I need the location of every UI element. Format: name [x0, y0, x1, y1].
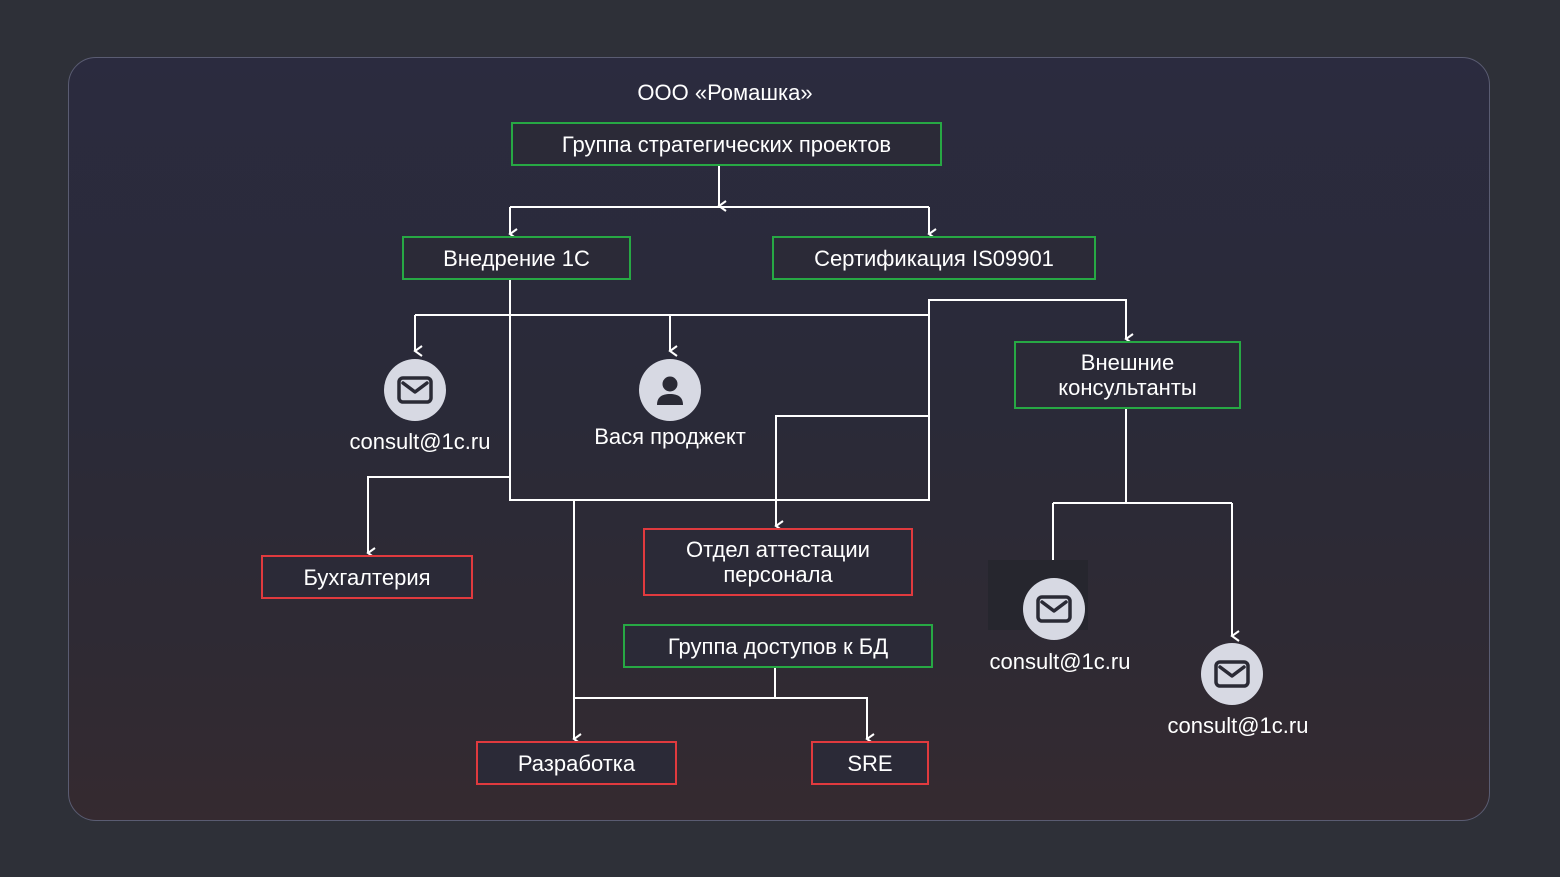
- email-avatar-1[interactable]: [384, 359, 446, 421]
- node-certification[interactable]: Сертификация IS09901: [772, 236, 1096, 280]
- diagram-title: ООО «Ромашка»: [637, 80, 813, 105]
- envelope-icon: [1214, 660, 1250, 688]
- node-accounting[interactable]: Бухгалтерия: [261, 555, 473, 599]
- node-external-consultants[interactable]: Внешние консультанты: [1014, 341, 1241, 409]
- node-db-access[interactable]: Группа доступов к БД: [623, 624, 933, 668]
- node-impl-1c[interactable]: Внедрение 1С: [402, 236, 631, 280]
- envelope-icon: [397, 376, 433, 404]
- email-avatar-2[interactable]: [1023, 578, 1085, 640]
- node-strategic-projects[interactable]: Группа стратегических проектов: [511, 122, 942, 166]
- person-avatar[interactable]: [639, 359, 701, 421]
- email-label-1: consult@1c.ru: [349, 429, 491, 454]
- person-label: Вася проджект: [594, 424, 746, 449]
- email-label-3: consult@1c.ru: [1167, 713, 1309, 738]
- email-avatar-3[interactable]: [1201, 643, 1263, 705]
- email-label-2: consult@1c.ru: [989, 649, 1131, 674]
- node-development[interactable]: Разработка: [476, 741, 677, 785]
- node-sre[interactable]: SRE: [811, 741, 929, 785]
- node-attestation[interactable]: Отдел аттестации персонала: [643, 528, 913, 596]
- user-icon: [657, 376, 683, 405]
- envelope-icon: [1036, 595, 1072, 623]
